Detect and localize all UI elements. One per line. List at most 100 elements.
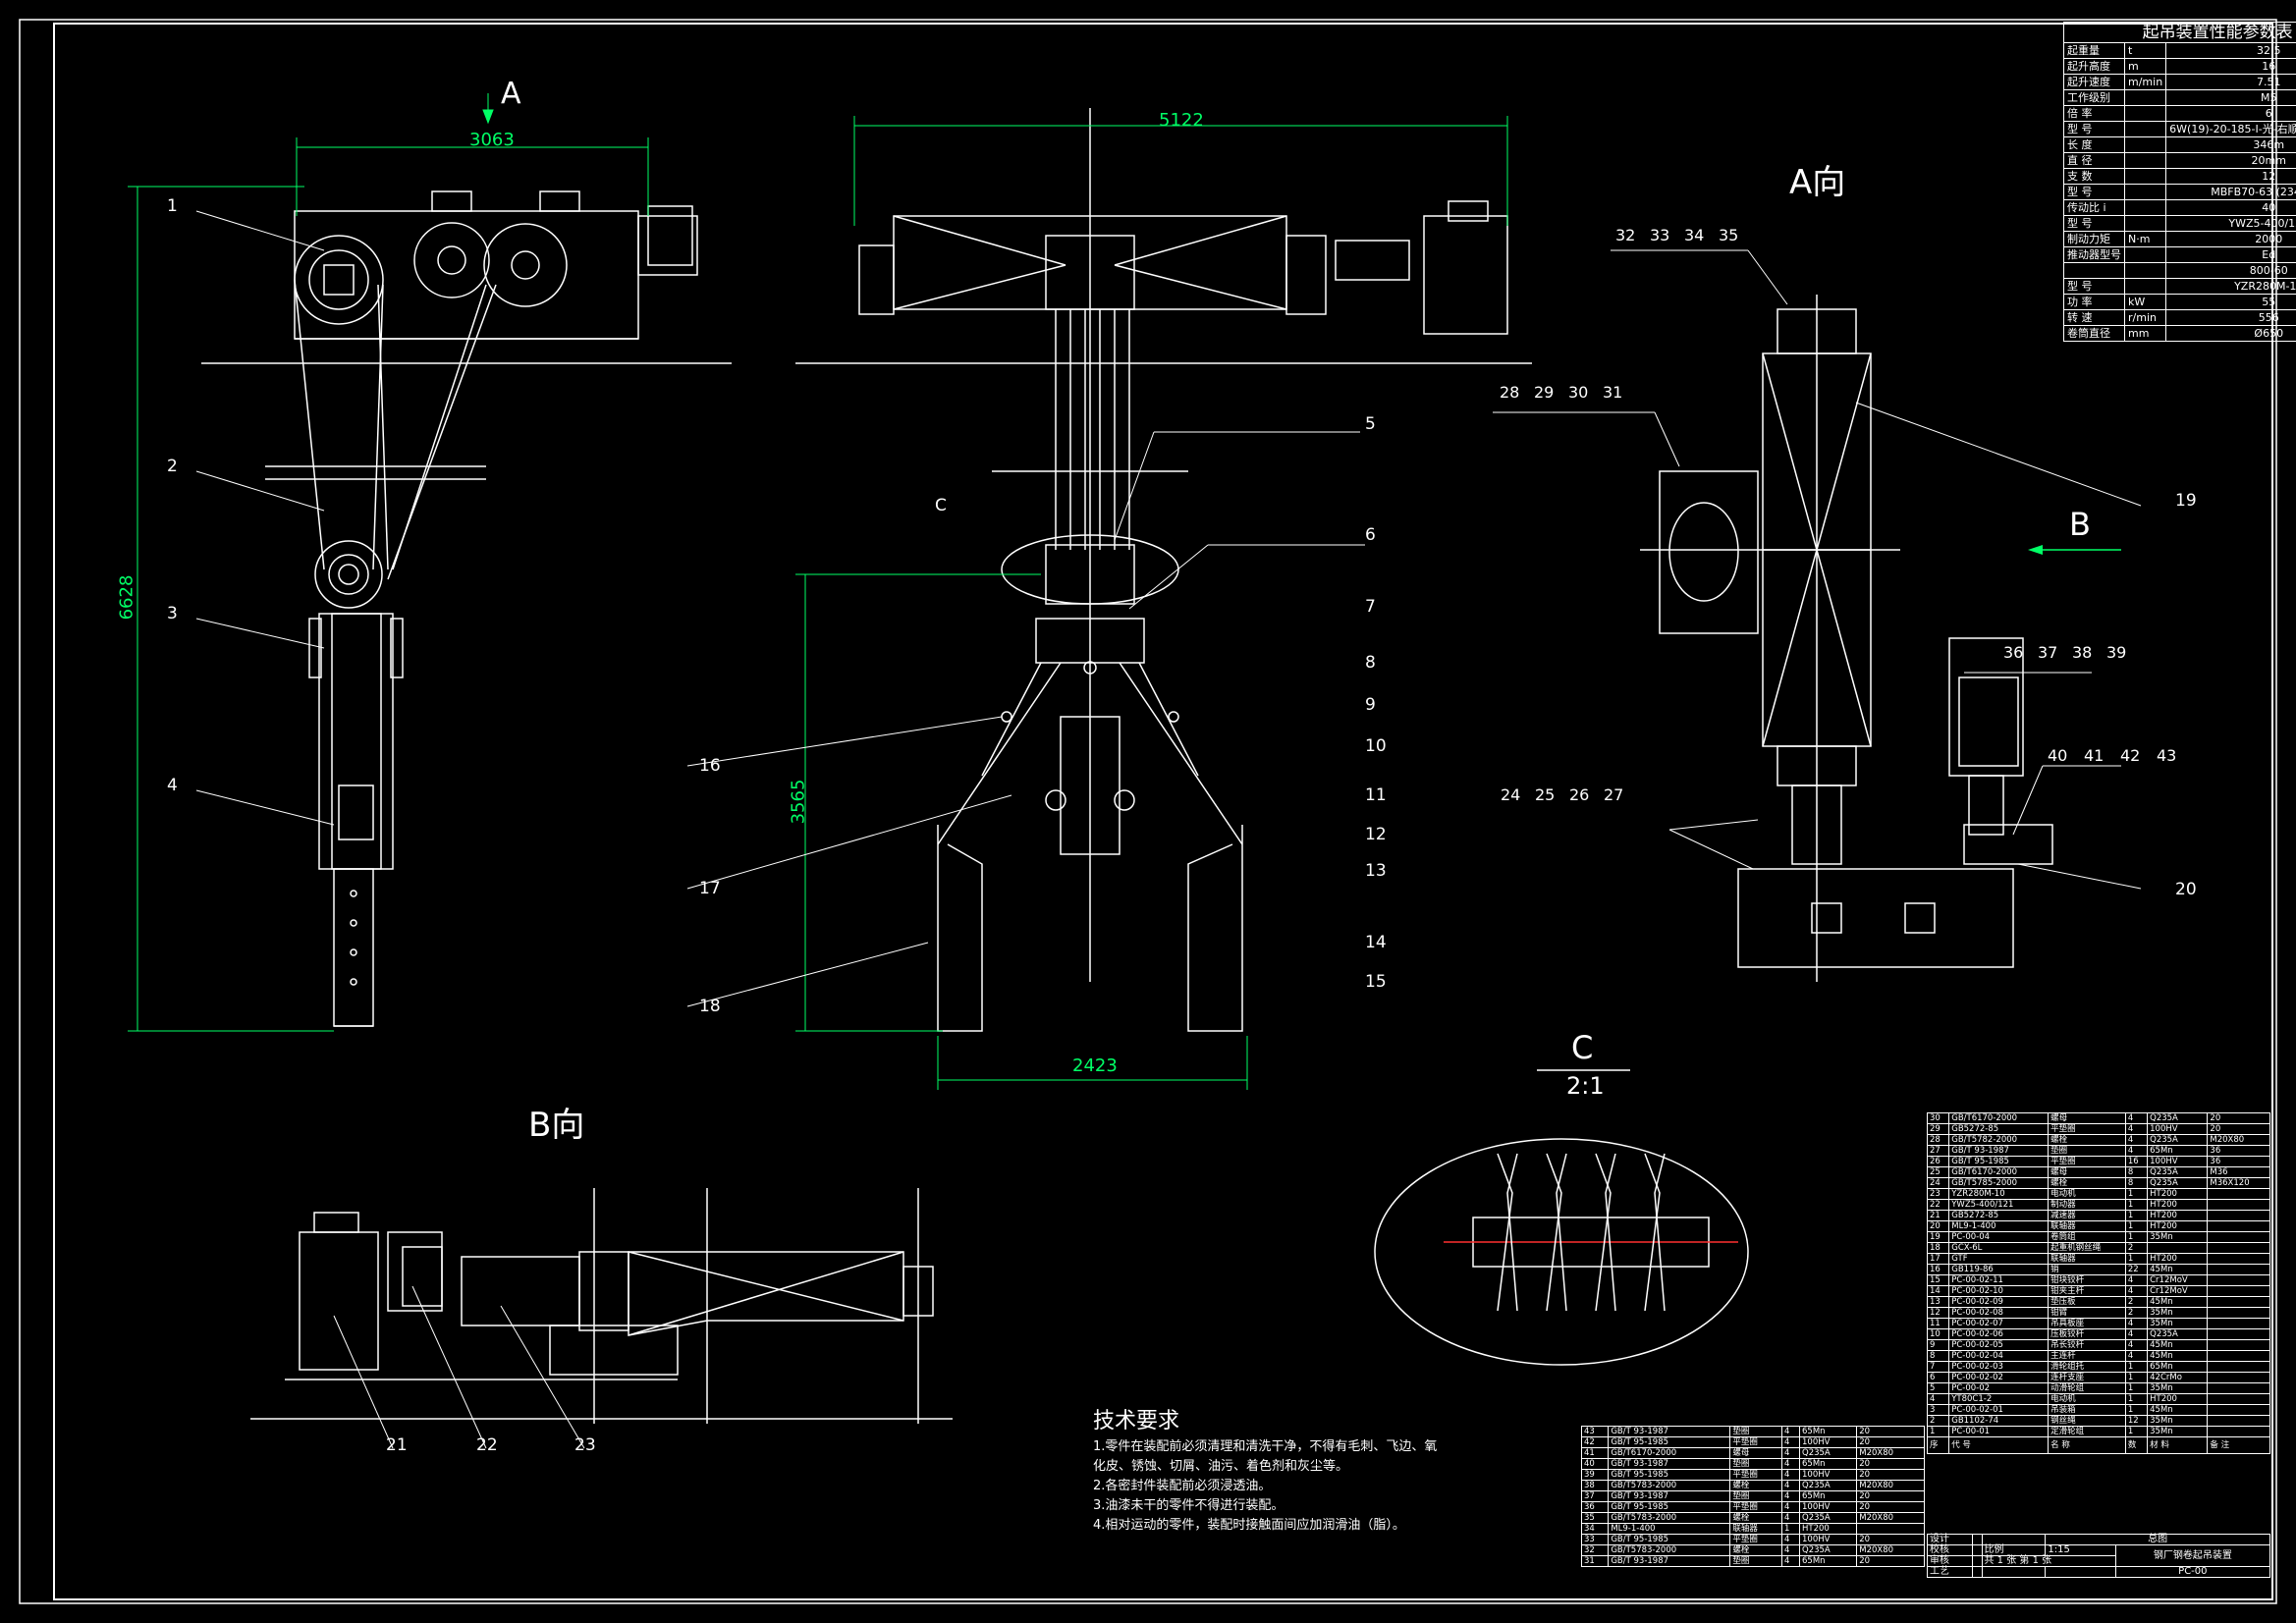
callout-8: 8 xyxy=(1365,653,1376,673)
param-cell: 12 xyxy=(2165,168,2296,185)
bom-cell: 42CrMo xyxy=(2147,1372,2209,1383)
bom-cell: 19 xyxy=(1926,1231,1950,1243)
bom-cell xyxy=(2207,1231,2270,1243)
bom-cell: 1 xyxy=(1926,1426,1950,1437)
bom-cell: 20 xyxy=(2207,1112,2270,1124)
param-cell xyxy=(2123,136,2167,153)
bom-cell: GCX-6L xyxy=(1948,1242,2050,1254)
side-view-dimensions xyxy=(128,93,649,1032)
param-cell: 型 号 xyxy=(2063,121,2125,137)
bom-cell: 35Mn xyxy=(2147,1415,2209,1427)
callout-19: 19 xyxy=(2175,491,2197,511)
callout-3: 3 xyxy=(167,604,178,623)
bom-cell: 4 xyxy=(1781,1469,1800,1481)
bom-cell: GB/T6170-2000 xyxy=(1948,1166,2050,1178)
bom-cell xyxy=(2207,1339,2270,1351)
bom-cell xyxy=(2207,1242,2270,1254)
bom-cell: GB/T 95-1985 xyxy=(1608,1501,1731,1513)
param-cell xyxy=(2123,262,2167,279)
bom-cell: 平垫圈 xyxy=(2048,1123,2126,1135)
callout-35: 35 xyxy=(1719,226,1739,244)
bom-cell: PC-00-04 xyxy=(1948,1231,2050,1243)
tb-drawing-name: 总图 xyxy=(2045,1534,2270,1545)
detail-c-drawing xyxy=(1374,1069,1749,1366)
bom-cell: PC-00-02-04 xyxy=(1948,1350,2050,1362)
callout-39: 39 xyxy=(2106,643,2127,662)
bom-cell: 平垫圈 xyxy=(1729,1436,1783,1448)
view-a-title: A向 xyxy=(1789,163,1846,202)
front-view-dimensions xyxy=(795,116,1508,1090)
bom-cell: 螺栓 xyxy=(1729,1512,1783,1524)
bom-cell: 4 xyxy=(1781,1555,1800,1567)
param-cell: 功 率 xyxy=(2063,294,2125,310)
param-cell: 长 度 xyxy=(2063,136,2125,153)
bom-header-cell: 备 注 xyxy=(2207,1436,2270,1454)
param-cell: m/min xyxy=(2123,74,2167,90)
bom-cell: 2 xyxy=(1926,1415,1950,1427)
bom-cell: HT200 xyxy=(1798,1523,1858,1535)
param-cell: 倍 率 xyxy=(2063,105,2125,122)
bom-cell: 29 xyxy=(1926,1123,1950,1135)
bom-cell: 定滑轮组 xyxy=(2048,1426,2126,1437)
callout-31: 31 xyxy=(1603,383,1623,402)
bom-cell: 垫圈 xyxy=(2048,1145,2126,1157)
param-row: 型 号6W(19)-20-185-I-光-右顺(GB1102-74) xyxy=(2063,121,2296,137)
bom-cell xyxy=(2207,1307,2270,1319)
bom-cell: 吊长铰杆 xyxy=(2048,1339,2126,1351)
bom-cell: 32 xyxy=(1580,1544,1610,1556)
bom-cell: 4 xyxy=(1781,1501,1800,1513)
bom-cell: 4 xyxy=(1926,1393,1950,1405)
bom-cell: Q235A xyxy=(1798,1544,1858,1556)
bom-cell: 1 xyxy=(2124,1199,2149,1211)
bom-cell: M20X80 xyxy=(1856,1512,1925,1524)
bom-cell: 垫圈 xyxy=(1729,1555,1783,1567)
bom-cell: 1 xyxy=(2124,1188,2149,1200)
bom-cell: 4 xyxy=(1781,1490,1800,1502)
bom-cell: 6 xyxy=(1926,1372,1950,1383)
bom-cell: GB/T 93-1987 xyxy=(1948,1145,2050,1157)
param-cell: N·m xyxy=(2123,231,2167,247)
bom-cell: 4 xyxy=(2124,1339,2149,1351)
bom-cell: GB1102-74 xyxy=(1948,1415,2050,1427)
callout-34: 34 xyxy=(1684,226,1705,244)
bom-cell: 9 xyxy=(1926,1339,1950,1351)
bom-cell: 主连杆 xyxy=(2048,1350,2126,1362)
bom-cell: HT200 xyxy=(2147,1199,2209,1211)
bom-cell: 1 xyxy=(2124,1382,2149,1394)
bom-cell: 4 xyxy=(2124,1145,2149,1157)
bom-cell: PC-00-02-06 xyxy=(1948,1328,2050,1340)
bom-cell: 31 xyxy=(1580,1555,1610,1567)
bom-cell: 35Mn xyxy=(2147,1382,2209,1394)
dim-front-bottom: 2423 xyxy=(1072,1055,1118,1076)
bom-cell: 钳块铰杆 xyxy=(2048,1274,2126,1286)
bom-cell: 垫圈 xyxy=(1729,1426,1783,1437)
detail-c-scale: 2:1 xyxy=(1566,1072,1605,1100)
bom-cell: 5 xyxy=(1926,1382,1950,1394)
bom-cell: M20X80 xyxy=(1856,1480,1925,1491)
bom-cell: GB/T6170-2000 xyxy=(1948,1112,2050,1124)
bom-cell xyxy=(2207,1220,2270,1232)
bom-cell: 平垫圈 xyxy=(1729,1469,1783,1481)
bom-cell: 1 xyxy=(2124,1361,2149,1373)
bom-cell: HT200 xyxy=(2147,1210,2209,1221)
bom-cell: 20 xyxy=(1856,1501,1925,1513)
bom-cell: 18 xyxy=(1926,1242,1950,1254)
bom-cell: 65Mn xyxy=(1798,1426,1858,1437)
bom-cell: HT200 xyxy=(2147,1393,2209,1405)
